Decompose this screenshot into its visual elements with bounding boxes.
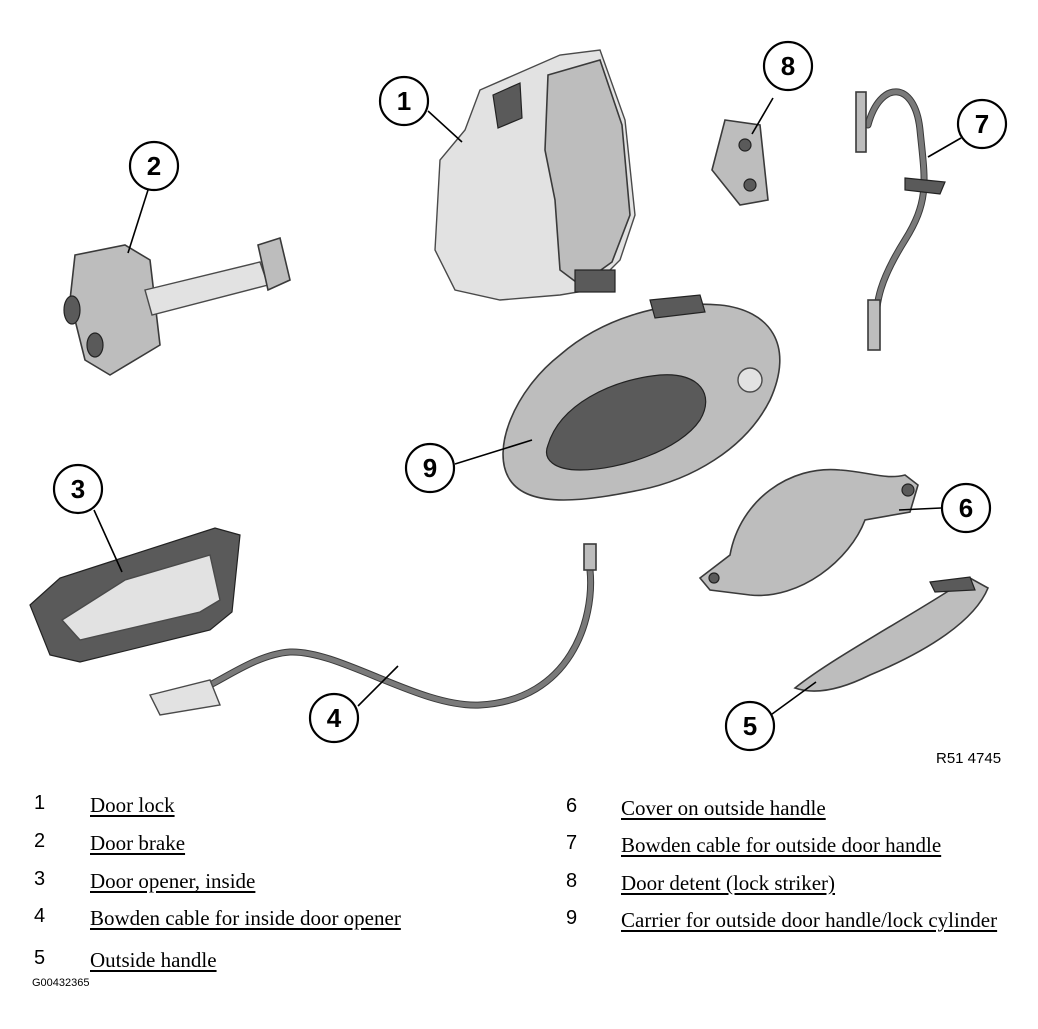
callout-2: 2 xyxy=(128,140,180,192)
leader-line-1 xyxy=(427,110,463,143)
callout-1: 1 xyxy=(378,75,430,127)
outside-handle-cover-part xyxy=(698,468,919,597)
leader-line-4 xyxy=(357,665,399,707)
legend-number: 9 xyxy=(566,907,578,929)
callout-5: 5 xyxy=(724,700,776,752)
leader-line-9 xyxy=(454,439,533,465)
leader-line-6 xyxy=(898,507,942,511)
callout-number: 9 xyxy=(423,453,437,483)
legend-number: 6 xyxy=(566,795,578,817)
legend-number: 2 xyxy=(34,830,46,852)
callout-number: 4 xyxy=(327,703,342,733)
inside-opener-bowden-cable-part xyxy=(148,543,597,716)
door-detent-part xyxy=(711,119,769,206)
callout-number: 1 xyxy=(397,86,411,116)
callout-9: 9 xyxy=(404,442,456,494)
legend-number: 7 xyxy=(566,832,578,854)
legend-number: 1 xyxy=(34,792,46,814)
legend-link-inside-opener-cable[interactable]: Bowden cable for inside door opener xyxy=(90,906,401,930)
callout-3: 3 xyxy=(52,463,104,515)
exploded-parts-illustration: 1 2 3 4 5 6 7 8 xyxy=(29,40,1008,752)
callout-4: 4 xyxy=(308,692,360,744)
outside-handle-bowden-cable-part xyxy=(855,88,946,351)
figure-reference-code: R51 4745 xyxy=(936,750,1002,767)
leader-line-2 xyxy=(127,189,149,254)
legend-link-door-brake[interactable]: Door brake xyxy=(90,831,186,855)
leader-line-5 xyxy=(767,681,817,718)
document-id: G00432365 xyxy=(32,977,90,989)
handle-carrier-part xyxy=(502,294,781,501)
legend-link-door-opener-inside[interactable]: Door opener, inside xyxy=(90,869,256,893)
leader-line-7 xyxy=(927,137,962,158)
legend-link-handle-cover[interactable]: Cover on outside handle xyxy=(621,796,826,820)
callout-8: 8 xyxy=(762,40,814,92)
legend-number: 3 xyxy=(34,868,46,890)
callout-number: 5 xyxy=(743,711,757,741)
callout-number: 8 xyxy=(781,51,795,81)
legend-link-door-detent[interactable]: Door detent (lock striker) xyxy=(621,871,836,895)
callout-number: 3 xyxy=(71,474,85,504)
legend-number: 4 xyxy=(34,905,46,927)
legend-number: 8 xyxy=(566,870,578,892)
callout-number: 6 xyxy=(959,493,973,523)
callout-number: 7 xyxy=(975,109,989,139)
door-lock-part xyxy=(434,49,636,301)
callout-7: 7 xyxy=(956,98,1008,150)
callout-6: 6 xyxy=(940,482,992,534)
callout-number: 2 xyxy=(147,151,161,181)
leader-line-3 xyxy=(93,509,123,573)
leader-line-8 xyxy=(751,97,774,135)
legend-number: 5 xyxy=(34,947,46,969)
outside-handle-part xyxy=(793,576,990,692)
legend-link-outside-handle[interactable]: Outside handle xyxy=(90,948,217,972)
inside-door-opener-part xyxy=(29,527,241,663)
door-brake-part xyxy=(63,236,291,376)
legend-link-outside-handle-cable[interactable]: Bowden cable for outside door handle xyxy=(621,833,942,857)
legend-link-handle-carrier[interactable]: Carrier for outside door handle/lock cyl… xyxy=(621,908,998,932)
legend-link-door-lock[interactable]: Door lock xyxy=(90,793,175,817)
